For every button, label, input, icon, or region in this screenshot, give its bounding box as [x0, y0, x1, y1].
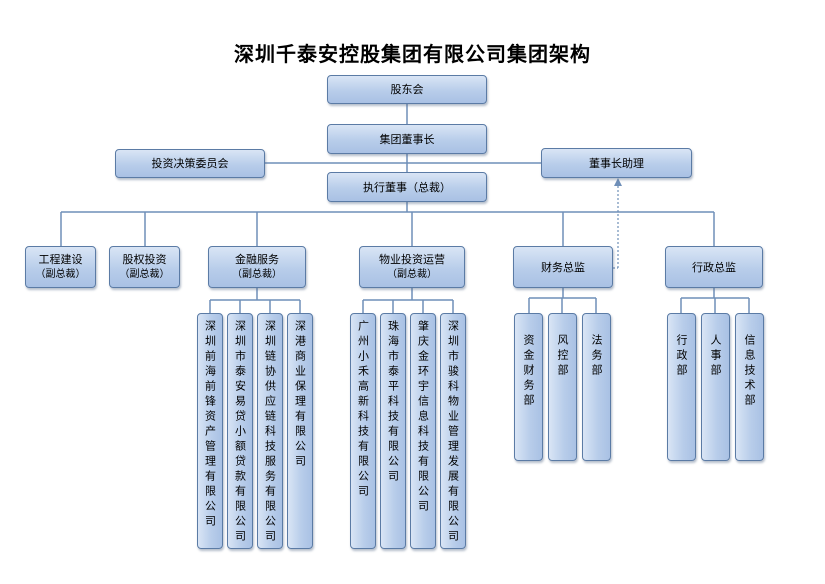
- admin-unit-2: 人事部: [701, 313, 730, 461]
- dept-admin-director: 行政总监: [665, 246, 763, 288]
- fd-unit-2: 风控部: [548, 313, 577, 461]
- dept-equity: 股权投资 （副总裁）: [109, 246, 180, 288]
- dept-finance-director: 财务总监: [513, 246, 613, 288]
- finance-unit-1: 深圳前海前锋资产管理有限公司: [197, 313, 223, 549]
- investment-committee-box: 投资决策委员会: [115, 149, 265, 178]
- fd-unit-1-label: 资金财务部: [522, 334, 535, 409]
- dept-engineering-name: 工程建设: [38, 253, 83, 266]
- shareholders-label: 股东会: [390, 83, 424, 96]
- admin-unit-1: 行政部: [667, 313, 696, 461]
- executive-director-box: 执行董事（总裁）: [327, 172, 487, 202]
- admin-unit-3: 信息技术部: [735, 313, 764, 461]
- dept-admin-director-name: 行政总监: [692, 260, 736, 274]
- executive-director-label: 执行董事（总裁）: [363, 180, 451, 194]
- finance-unit-4-label: 深港商业保理有限公司: [293, 320, 307, 470]
- finance-unit-2-label: 深圳市泰安易贷小额贷款有限公司: [233, 320, 247, 545]
- dept-property-name: 物业投资运营: [379, 253, 445, 266]
- property-unit-4-label: 深圳市骏科物业管理发展有限公司: [446, 320, 460, 545]
- investment-committee-label: 投资决策委员会: [151, 157, 229, 170]
- property-unit-1-label: 广州小禾高新科技有限公司: [356, 320, 370, 500]
- finance-unit-1-label: 深圳前海前锋资产管理有限公司: [203, 320, 217, 530]
- fd-unit-1: 资金财务部: [514, 313, 543, 461]
- dept-engineering: 工程建设 （副总裁）: [25, 246, 96, 288]
- page-title: 深圳千泰安控股集团有限公司集团架构: [234, 42, 591, 66]
- dept-finance-service: 金融服务 （副总裁）: [208, 246, 306, 288]
- property-unit-3-label: 肇庆金环宇信息科技有限公司: [416, 320, 430, 515]
- fd-unit-3-label: 法务部: [590, 334, 603, 379]
- finance-unit-3-label: 深圳链协供应链科技服务有限公司: [263, 320, 277, 545]
- finance-unit-2: 深圳市泰安易贷小额贷款有限公司: [227, 313, 253, 549]
- dept-property: 物业投资运营 （副总裁）: [359, 246, 465, 288]
- chairman-assistant-box: 董事长助理: [541, 148, 692, 178]
- finance-unit-3: 深圳链协供应链科技服务有限公司: [257, 313, 283, 549]
- dept-property-sub: （副总裁）: [387, 269, 437, 280]
- dept-equity-name: 股权投资: [122, 253, 167, 266]
- dept-finance-service-sub: （副总裁）: [232, 269, 282, 280]
- property-unit-4: 深圳市骏科物业管理发展有限公司: [440, 313, 466, 549]
- property-unit-3: 肇庆金环宇信息科技有限公司: [410, 313, 436, 549]
- admin-unit-2-label: 人事部: [709, 334, 722, 379]
- fd-unit-3: 法务部: [582, 313, 611, 461]
- property-unit-1: 广州小禾高新科技有限公司: [350, 313, 376, 549]
- dept-equity-sub: （副总裁）: [119, 269, 170, 280]
- property-unit-2: 珠海市泰平科技有限公司: [380, 313, 406, 549]
- admin-unit-3-label: 信息技术部: [743, 334, 756, 409]
- admin-unit-1-label: 行政部: [675, 334, 688, 379]
- chairman-label: 集团董事长: [379, 132, 435, 146]
- property-unit-2-label: 珠海市泰平科技有限公司: [386, 320, 400, 485]
- dept-finance-director-name: 财务总监: [541, 260, 585, 274]
- dept-finance-service-name: 金融服务: [235, 253, 279, 266]
- chairman-box: 集团董事长: [327, 124, 487, 154]
- dept-engineering-sub: （副总裁）: [35, 269, 86, 280]
- shareholders-box: 股东会: [327, 75, 487, 104]
- chairman-assistant-label: 董事长助理: [589, 156, 644, 170]
- finance-unit-4: 深港商业保理有限公司: [287, 313, 313, 549]
- fd-unit-2-label: 风控部: [556, 334, 569, 379]
